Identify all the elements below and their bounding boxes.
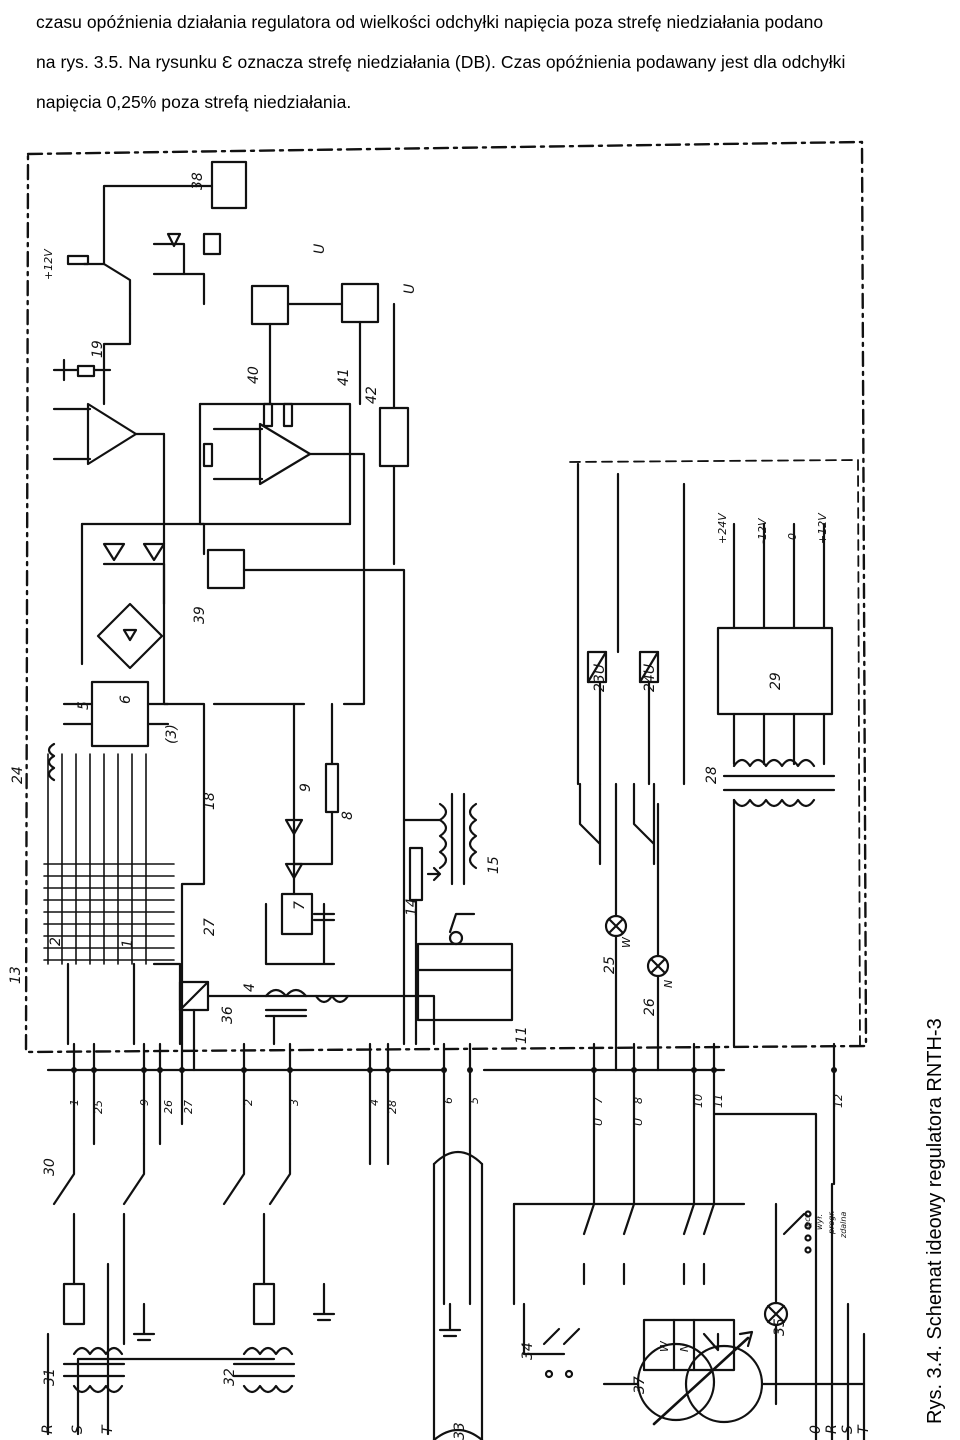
terminal-1: 1	[68, 1099, 81, 1106]
lamp-w: W	[620, 936, 633, 948]
intro-text: czasu opóźnienia działania regulatora od…	[36, 2, 956, 122]
terminal-12: 12	[832, 1094, 845, 1108]
label-t: T	[100, 1424, 116, 1434]
supply-12v: +12V	[816, 512, 829, 544]
terminal-tag-u2: U	[632, 1118, 645, 1126]
label-14: 14	[404, 898, 420, 916]
label-11: 11	[514, 1026, 530, 1044]
label-15: 15	[486, 856, 502, 874]
label-7: 7	[292, 901, 308, 910]
label-26: 26	[642, 998, 658, 1016]
switch-wyl: wył.	[815, 1214, 824, 1230]
meter-w: W	[658, 1340, 671, 1352]
label-35: 35	[772, 1318, 788, 1336]
label-37: 37	[632, 1376, 648, 1394]
terminal-27: 27	[182, 1100, 195, 1114]
label-grid-t: T	[856, 1424, 872, 1434]
label-29: 29	[768, 672, 784, 690]
label-4: 4	[242, 983, 258, 992]
label-38: 38	[190, 172, 206, 190]
label-grid-0: 0	[808, 1425, 824, 1434]
label-grid-s: S	[840, 1425, 856, 1434]
label-42: 42	[364, 386, 380, 404]
terminal-7: 7	[592, 1097, 605, 1104]
terminal-11: 11	[712, 1094, 725, 1108]
terminal-28: 28	[386, 1100, 399, 1114]
label-32: 32	[222, 1368, 238, 1386]
figure-caption: Rys. 3.4. Schemat ideowy regulatora RNTH…	[924, 1018, 946, 1424]
terminal-8: 8	[632, 1097, 645, 1104]
label-6: 6	[118, 695, 134, 704]
label-27: 27	[202, 918, 218, 936]
terminal-25: 25	[92, 1100, 105, 1114]
label-8: 8	[340, 811, 356, 820]
label-40: 40	[246, 366, 262, 384]
label-24: 24	[10, 766, 26, 784]
lamp-n: N	[662, 980, 675, 988]
dashed-box-lower	[569, 459, 861, 1049]
label-5: 5	[76, 701, 92, 710]
label-group-3: (3)	[164, 724, 180, 744]
text-line-2: na rys. 3.5. Na rysunku Ɛ oznacza strefę…	[36, 52, 846, 72]
label-9: 9	[298, 783, 314, 792]
terminal-4: 4	[368, 1099, 381, 1106]
label-grid-r: R	[824, 1424, 840, 1434]
enclosure-dashed-border	[24, 140, 868, 1054]
label-36: 36	[220, 1006, 236, 1024]
label-31: 31	[42, 1368, 58, 1386]
label-1: 1	[120, 939, 136, 948]
switch-progr: progr.	[827, 1211, 836, 1235]
terminal-tag-u1: U	[592, 1118, 605, 1126]
terminal-2: 2	[242, 1099, 255, 1106]
supply-12v-top: +12V	[42, 248, 55, 280]
schematic-figure: R S T 0 R S T 30 31 32 33 34 35 37 36 11…	[4, 104, 886, 1440]
terminal-9: 9	[138, 1099, 151, 1106]
label-30: 30	[42, 1158, 58, 1176]
label-23u: 23U	[592, 664, 608, 692]
text-line-3: napięcia 0,25% poza strefą niedziałania.	[36, 92, 352, 112]
meter-n: N	[678, 1344, 691, 1352]
label-39: 39	[192, 606, 208, 624]
switch-reczny: ręcz.	[803, 1211, 812, 1230]
label-u-mid: U	[402, 284, 418, 294]
label-41: 41	[336, 368, 352, 386]
label-33: 33	[452, 1422, 468, 1440]
label-19: 19	[90, 340, 106, 358]
terminal-10: 10	[692, 1094, 705, 1108]
label-25: 25	[602, 956, 618, 974]
supply-m12v: -12V	[756, 517, 769, 544]
switch-zdalna: zdalna	[839, 1212, 848, 1239]
terminal-6: 6	[442, 1097, 455, 1104]
supply-0: 0	[786, 533, 799, 540]
label-r: R	[40, 1424, 56, 1434]
label-s: S	[70, 1425, 86, 1434]
terminal-26: 26	[162, 1100, 175, 1114]
text-line-1: czasu opóźnienia działania regulatora od…	[36, 12, 824, 32]
schematic-drawing: R S T 0 R S T 30 31 32 33 34 35 37 36 11…	[8, 140, 872, 1440]
label-34: 34	[520, 1342, 536, 1360]
label-u-top: U	[312, 244, 328, 254]
label-18: 18	[202, 792, 218, 810]
label-2: 2	[48, 937, 64, 946]
terminal-3: 3	[288, 1099, 301, 1106]
label-28: 28	[704, 766, 720, 784]
terminal-5: 5	[468, 1097, 481, 1104]
label-13: 13	[8, 966, 24, 984]
supply-24v: +24V	[716, 512, 729, 544]
label-24u: 24U	[642, 664, 658, 692]
